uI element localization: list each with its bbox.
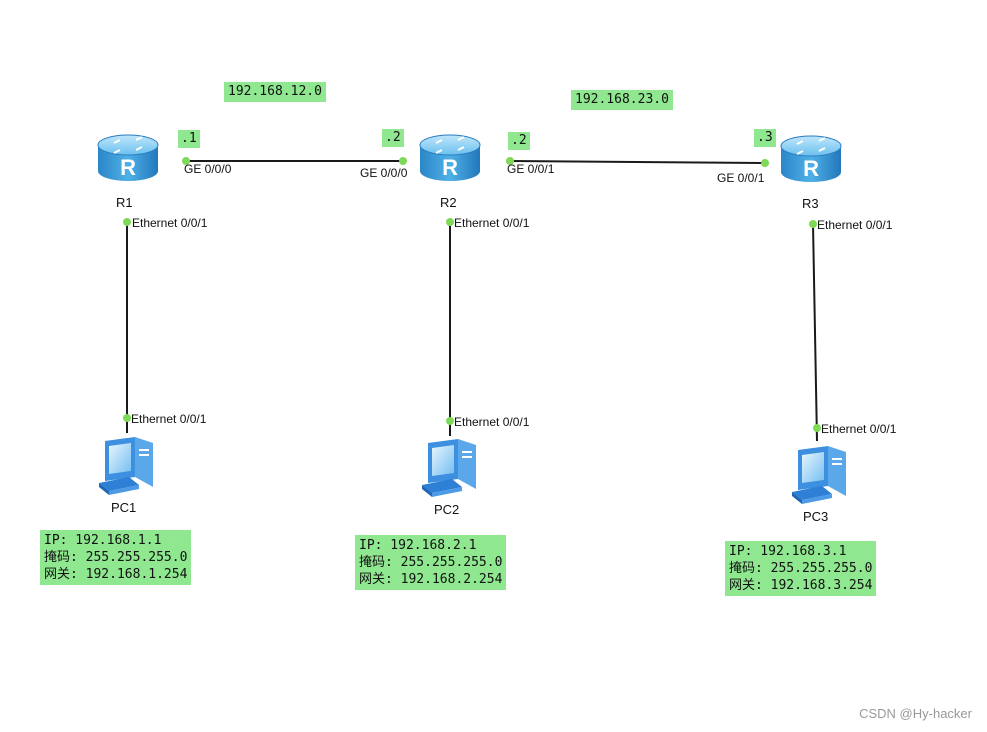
port-label-pc3-eth: Ethernet 0/0/1	[821, 422, 897, 436]
pc1-gateway: 网关: 192.168.1.254	[44, 567, 188, 582]
watermark: CSDN @Hy-hacker	[859, 706, 972, 721]
link-r3-pc3	[812, 223, 818, 442]
network-label-r1-r2: 192.168.12.0	[224, 82, 326, 102]
port-dot-r1-ge000[interactable]	[182, 157, 190, 165]
port-dot-r2-ge000[interactable]	[399, 157, 407, 165]
pc3-config-box: IP: 192.168.3.1 掩码: 255.255.255.0 网关: 19…	[725, 541, 877, 596]
pc3-mask: 掩码: 255.255.255.0	[729, 561, 873, 576]
pc3-gateway: 网关: 192.168.3.254	[729, 578, 873, 593]
pc3-ip: IP: 192.168.3.1	[729, 544, 847, 559]
port-dot-pc2-eth[interactable]	[446, 417, 454, 425]
port-label-r3-eth: Ethernet 0/0/1	[817, 218, 893, 232]
port-dot-pc1-eth[interactable]	[123, 414, 131, 422]
port-label-r1-eth: Ethernet 0/0/1	[132, 216, 208, 230]
pc2-gateway: 网关: 192.168.2.254	[359, 572, 503, 587]
port-label-pc2-eth: Ethernet 0/0/1	[454, 415, 530, 429]
host-tag-r3: .3	[754, 129, 776, 147]
pc-icon[interactable]	[792, 446, 846, 504]
port-dot-pc3-eth[interactable]	[813, 424, 821, 432]
port-dot-r1-eth[interactable]	[123, 218, 131, 226]
pc2-config-box: IP: 192.168.2.1 掩码: 255.255.255.0 网关: 19…	[355, 535, 507, 590]
host-tag-r1: .1	[178, 130, 200, 148]
port-label-r3-ge001: GE 0/0/1	[717, 171, 765, 185]
port-label-r1-ge000: GE 0/0/0	[184, 162, 232, 176]
host-tag-r2-ge000: .2	[382, 129, 404, 147]
router-name-r2: R2	[440, 195, 457, 210]
pc-icon[interactable]	[99, 437, 153, 495]
pc-name-pc3: PC3	[803, 509, 829, 524]
pc1-config-box: IP: 192.168.1.1 掩码: 255.255.255.0 网关: 19…	[40, 530, 192, 585]
pc2-ip: IP: 192.168.2.1	[359, 538, 477, 553]
port-label-r2-ge001: GE 0/0/1	[507, 162, 555, 176]
router-name-r3: R3	[802, 196, 819, 211]
host-tag-r2-ge001: .2	[508, 132, 530, 150]
pc-name-pc1: PC1	[111, 500, 137, 515]
port-label-pc1-eth: Ethernet 0/0/1	[131, 412, 207, 426]
port-label-r2-eth: Ethernet 0/0/1	[454, 216, 530, 230]
port-dot-r3-ge001[interactable]	[761, 159, 769, 167]
link-r2-r3	[509, 160, 767, 164]
router-icon[interactable]	[97, 134, 159, 182]
port-dot-r3-eth[interactable]	[809, 220, 817, 228]
router-icon[interactable]	[780, 135, 842, 183]
port-dot-r2-ge001[interactable]	[506, 157, 514, 165]
pc1-mask: 掩码: 255.255.255.0	[44, 550, 188, 565]
router-name-r1: R1	[116, 195, 133, 210]
port-dot-r2-eth[interactable]	[446, 218, 454, 226]
pc2-mask: 掩码: 255.255.255.0	[359, 555, 503, 570]
router-icon[interactable]	[419, 134, 481, 182]
pc-icon[interactable]	[422, 439, 476, 497]
network-label-r2-r3: 192.168.23.0	[571, 90, 673, 110]
port-label-r2-ge000: GE 0/0/0	[360, 166, 408, 180]
pc-name-pc2: PC2	[434, 502, 460, 517]
pc1-ip: IP: 192.168.1.1	[44, 533, 162, 548]
